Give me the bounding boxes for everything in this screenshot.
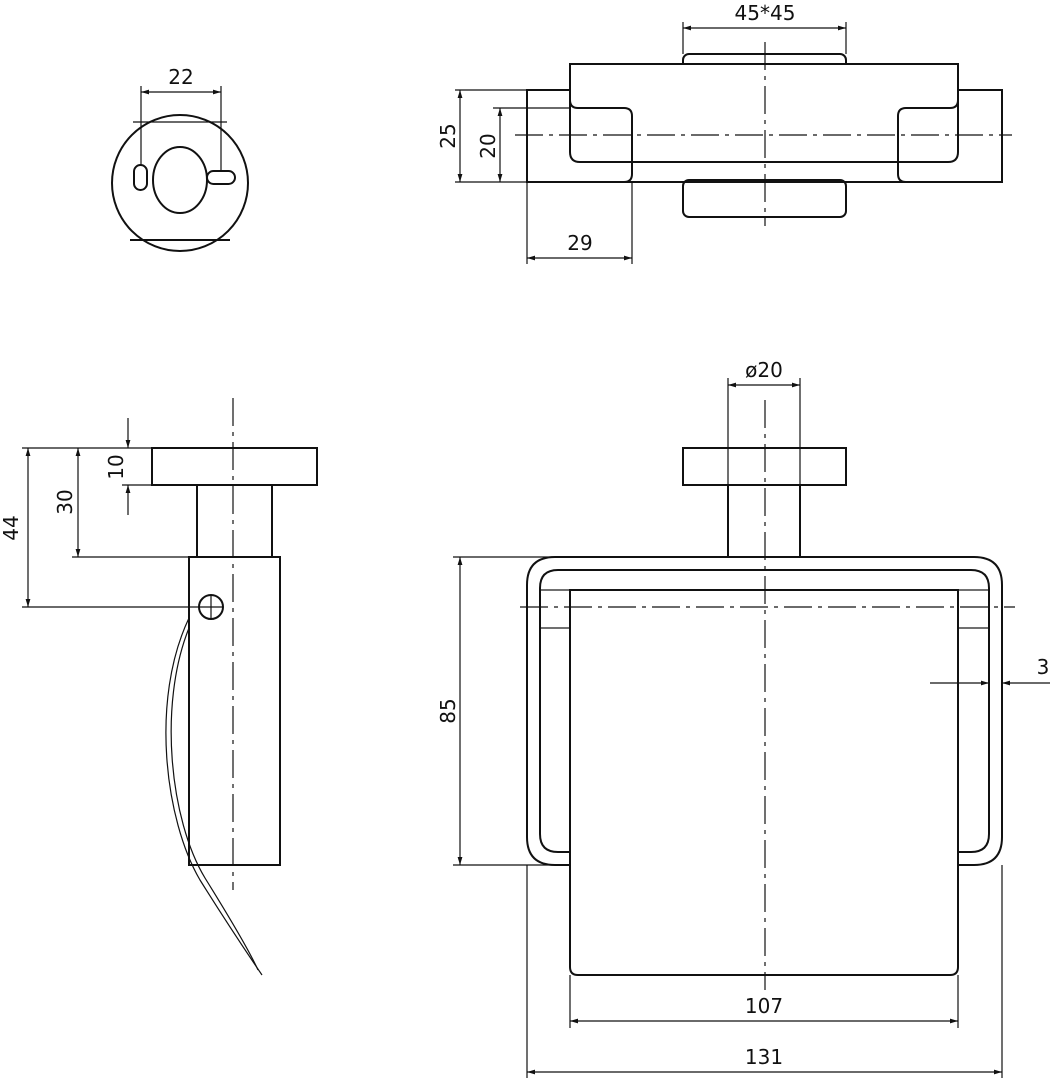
front-view: ø20 85 3 107 131: [436, 358, 1050, 1078]
dim-45x45: 45*45: [735, 1, 796, 25]
dim-85: 85: [436, 698, 460, 723]
wall-plate-view: 22: [111, 65, 249, 252]
dim-29: 29: [567, 231, 592, 255]
dim-131: 131: [745, 1045, 783, 1069]
dim-diameter-20: ø20: [745, 358, 783, 382]
side-view: 10 30 44: [0, 398, 318, 976]
dim-3: 3: [1037, 655, 1050, 679]
dim-25: 25: [436, 123, 460, 148]
dim-44: 44: [0, 515, 23, 540]
dim-10: 10: [104, 454, 128, 479]
dim-22: 22: [168, 65, 193, 89]
top-view: 45*45 25 20 29: [436, 1, 1012, 264]
dim-107: 107: [745, 994, 783, 1018]
dim-20: 20: [476, 133, 500, 158]
dim-30: 30: [53, 489, 77, 514]
